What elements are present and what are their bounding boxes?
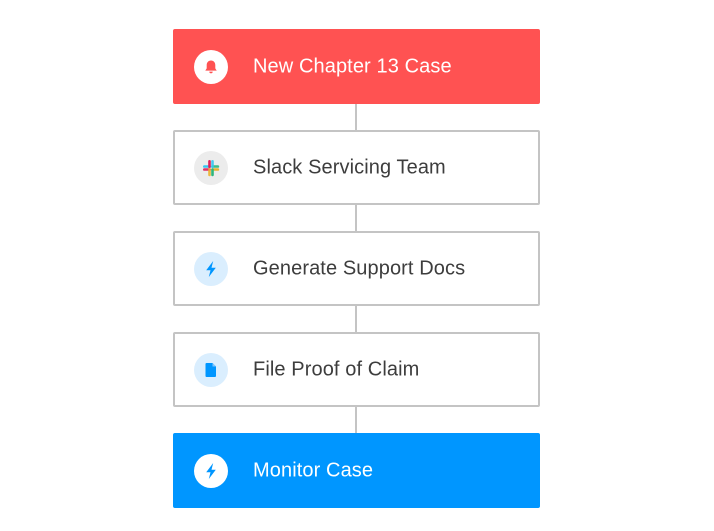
step-new-chapter-13-case[interactable]: New Chapter 13 Case: [173, 29, 540, 104]
connector-line: [355, 306, 357, 332]
lightning-icon: [194, 453, 228, 488]
step-label: Monitor Case: [253, 459, 374, 481]
step-label: Generate Support Docs: [253, 257, 466, 279]
connector-line: [355, 407, 357, 433]
connector-line: [355, 205, 357, 231]
bell-icon: [194, 49, 228, 84]
step-slack-servicing-team[interactable]: Slack Servicing Team: [173, 130, 540, 205]
connector-line: [355, 104, 357, 130]
step-file-proof-of-claim[interactable]: File Proof of Claim: [173, 332, 540, 407]
step-label: Slack Servicing Team: [253, 156, 446, 178]
document-icon: [194, 352, 228, 387]
step-label: File Proof of Claim: [253, 358, 420, 380]
lightning-icon: [194, 251, 228, 286]
step-monitor-case[interactable]: Monitor Case: [173, 433, 540, 508]
slack-icon: [194, 150, 228, 185]
workflow-diagram: New Chapter 13 Case Slack Servicing Team: [173, 29, 540, 508]
step-generate-support-docs[interactable]: Generate Support Docs: [173, 231, 540, 306]
step-label: New Chapter 13 Case: [253, 55, 452, 77]
